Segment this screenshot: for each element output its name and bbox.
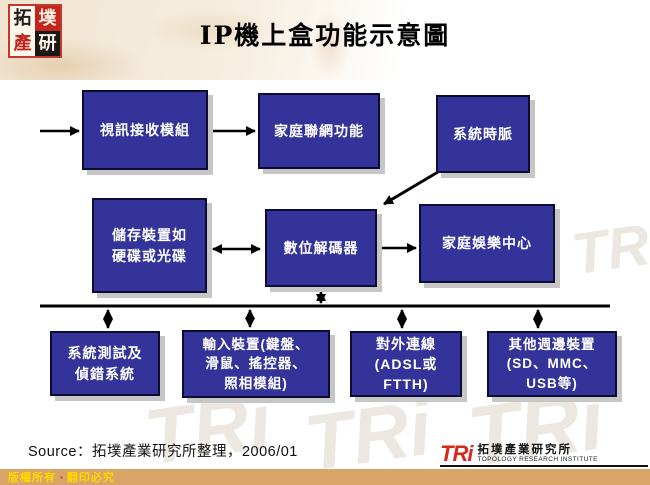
copyright-separator-dot: ▪	[60, 472, 63, 482]
source-citation: Source：拓墣產業研究所整理，2006/01	[28, 444, 298, 460]
box-system-clock: 系統時脈	[436, 95, 530, 173]
box-system-test-debug: 系統測試及 偵錯系統	[50, 331, 160, 396]
topology-seal-logo: 拓 墣 產 研	[8, 4, 62, 58]
seal-char: 拓	[10, 6, 35, 31]
seal-char: 墣	[35, 6, 60, 31]
copyright-band: 版權所有 ▪ 翻印必究	[0, 469, 650, 485]
tri-footer-logo: TRi 拓墣產業研究所 TOPOLOGY RESEARCH INSTITUTE	[440, 441, 648, 467]
arrow-clock-to-decoder	[383, 170, 439, 206]
box-storage-device: 儲存裝置如 硬碟或光碟	[92, 198, 207, 293]
tri-logo-english-name: TOPOLOGY RESEARCH INSTITUTE	[477, 456, 598, 464]
box-external-connection: 對外連線 (ADSL或 FTTH)	[350, 331, 462, 397]
header-map-background	[0, 0, 650, 80]
tri-logo-chinese-name: 拓墣產業研究所	[477, 443, 572, 456]
page-title: IP機上盒功能示意圖	[199, 21, 451, 50]
seal-char: 產	[10, 31, 35, 56]
box-home-entertainment-center: 家庭娛樂中心	[419, 204, 555, 283]
tri-logo-mark: TRi	[440, 441, 473, 467]
copyright-text-left: 版權所有	[8, 472, 56, 484]
box-input-devices: 輸入裝置(鍵盤、 滑鼠、搖控器、 照相模組)	[182, 330, 330, 398]
box-home-network-function: 家庭聯網功能	[258, 93, 380, 169]
box-digital-decoder: 數位解碼器	[265, 209, 377, 287]
box-other-peripherals: 其他週邊裝置 (SD、MMC、 USB等)	[487, 331, 617, 397]
seal-char: 研	[35, 31, 60, 56]
copyright-text-right: 翻印必究	[66, 472, 115, 484]
box-video-receive-module: 視訊接收模組	[82, 90, 208, 170]
